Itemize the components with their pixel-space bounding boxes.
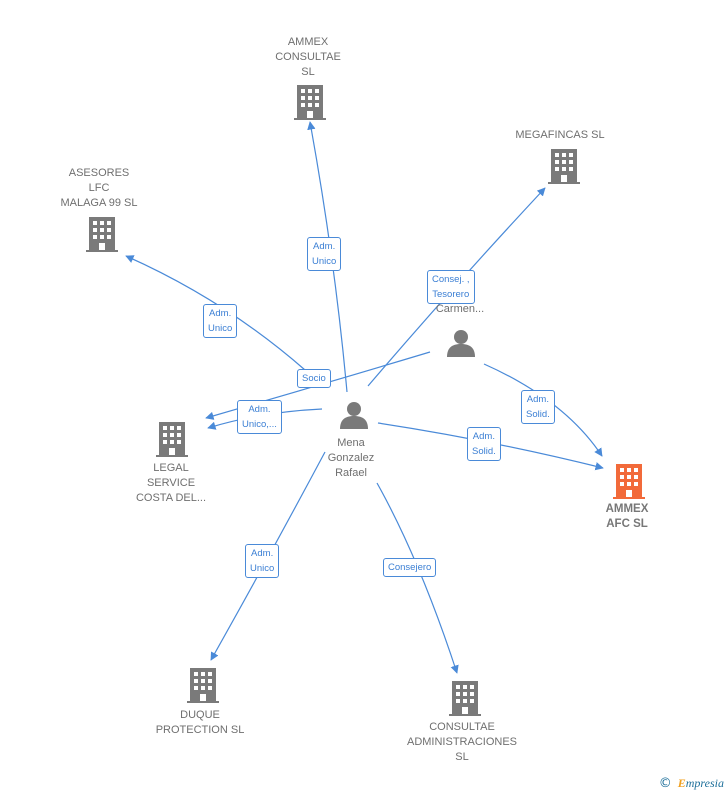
- person-icon: [340, 402, 368, 429]
- edge-label-consejero[interactable]: Consejero: [383, 558, 437, 577]
- node-ammex-consultae[interactable]: AMMEX CONSULTAE SL: [275, 36, 341, 78]
- node-mena[interactable]: Mena Gonzalez Rafael: [327, 437, 375, 479]
- building-icon: [548, 149, 580, 184]
- copyright-icon: ©: [658, 776, 672, 791]
- brand-footer: © Empresia: [659, 776, 724, 791]
- building-icon: [294, 85, 326, 120]
- brand-name: mpresia: [685, 776, 724, 790]
- edge-label-adm-solid[interactable]: Adm. Solid.: [467, 427, 501, 461]
- node-megafincas[interactable]: MEGAFINCAS SL: [515, 129, 605, 141]
- node-consultae-admin[interactable]: CONSULTAE ADMINISTRACIONES SL: [406, 721, 517, 763]
- edge-label-socio[interactable]: Socio: [297, 369, 331, 388]
- edge-mena-consultae-admin: [376, 482, 459, 674]
- node-duque[interactable]: DUQUE PROTECTION SL: [155, 709, 245, 736]
- node-asesores[interactable]: ASESORES LFC MALAGA 99 SL: [60, 167, 138, 209]
- building-icon: [449, 681, 481, 716]
- brand-initial: E: [677, 776, 686, 790]
- edge-label-adm-unico[interactable]: Adm. Unico: [203, 304, 238, 338]
- node-legal-service[interactable]: LEGAL SERVICE COSTA DEL...: [135, 462, 207, 504]
- building-icon-highlight: [613, 464, 645, 499]
- building-icon: [156, 422, 188, 457]
- building-icon: [86, 217, 118, 252]
- node-carmen[interactable]: Carmen...: [435, 303, 485, 315]
- edge-label-adm-unico[interactable]: Adm. Unico,...: [237, 400, 282, 434]
- edge-label-adm-unico[interactable]: Adm. Unico: [307, 237, 342, 271]
- edge-label-adm-solid[interactable]: Adm. Solid.: [521, 390, 555, 424]
- person-icon: [447, 330, 475, 357]
- edge-label-consej-tesorero[interactable]: Consej. , Tesorero: [427, 270, 475, 304]
- building-icon: [187, 668, 219, 703]
- edge-label-adm-unico[interactable]: Adm. Unico: [245, 544, 280, 578]
- node-ammex-afc[interactable]: AMMEX AFC SL: [605, 503, 649, 530]
